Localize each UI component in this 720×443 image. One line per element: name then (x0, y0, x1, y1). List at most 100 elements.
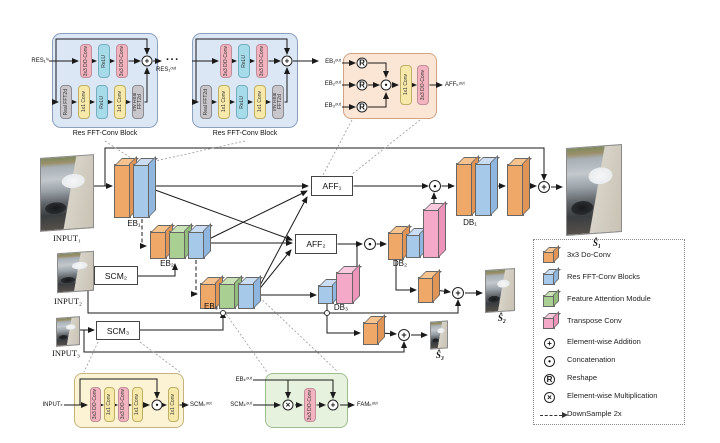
resfft-cube-icon (543, 273, 555, 285)
res-block-caption: Res FFT-Conv Block (72, 130, 138, 137)
eb1-label: EB₁ (127, 219, 141, 228)
db1-label: DB₁ (463, 218, 477, 227)
pill-label: 3x3 DO-Conv (419, 69, 426, 101)
input3-label: INPUT₃ (52, 348, 80, 358)
db2-label: DB₂ (392, 259, 408, 268)
legend: 3x3 Do-Conv Res FFT-Conv Blocks Feature … (533, 239, 685, 425)
pill-label: 3x3 DO-Conv (222, 45, 229, 77)
legend-item: Feature Attention Module (534, 293, 684, 309)
input3-image (56, 316, 80, 347)
doconv-pill: 3x3 DO-Conv (220, 44, 232, 78)
relu-pill: ReLU (238, 44, 250, 78)
relu-pill: ReLU (236, 85, 248, 119)
legend-label: Res FFT-Conv Blocks (567, 272, 640, 281)
doconv-pill: 3x3 DO-Conv (90, 387, 101, 422)
doconv-pill: 3x3 DO-Conv (304, 388, 316, 422)
conv1x1-pill: 1x1 Conv (114, 85, 126, 119)
doconv-cube-icon (543, 251, 555, 263)
scm3-box: SCM₃ (96, 321, 140, 340)
legend-item: Transpose Conv (534, 315, 684, 331)
pill-label: 3x3 DO-Conv (258, 45, 265, 77)
doconv-pill: 3x3 DO-Conv (116, 44, 128, 78)
legend-item: 3x3 Do-Conv (534, 249, 684, 265)
scm2-box: SCM₂ (94, 266, 138, 285)
line-jump (220, 310, 226, 316)
add-op-icon: + (398, 329, 410, 341)
legend-item: + Element-wise Addition (534, 336, 684, 352)
reshape-op-icon: R (356, 57, 368, 69)
invfft-pill: Inv Real FFT2d (132, 85, 144, 119)
pill-label: 3x3 DO-Conv (82, 45, 89, 77)
db2-out-conv-cube (418, 277, 434, 303)
legend-label: DownSample 2x (567, 409, 622, 418)
eb3-doconv-cube (200, 283, 217, 309)
fam-input-scm-label: SCMₖᵒᵘᵗ (230, 402, 252, 408)
pill-label: ReLU (98, 95, 105, 109)
add-op-icon: + (538, 181, 550, 193)
pill-label: 1x1 Conv (106, 393, 112, 416)
res-block-caption: Res FFT-Conv Block (212, 130, 278, 137)
legend-item: DownSample 2x (534, 408, 684, 424)
pill-label: 3x3 DO-Conv (120, 389, 126, 420)
concat-op-icon: • (380, 79, 392, 91)
conv1x1-pill: 1x1 Conv (168, 387, 179, 422)
concat-op-icon: • (151, 399, 163, 411)
output3-label: Ŝ₃ (435, 350, 445, 360)
concat-op-icon: • (429, 180, 441, 192)
relu-pill: ReLU (96, 85, 108, 119)
pill-label: ReLU (100, 54, 107, 68)
pill-label: 3x3 DO-Conv (92, 389, 98, 420)
pill-label: ReLU (238, 95, 245, 109)
reshape-op-icon: R (356, 79, 368, 91)
conv1x1-pill: 1x1 Conv (218, 85, 230, 119)
legend-label: Feature Attention Module (567, 294, 651, 303)
input1-image (40, 154, 94, 232)
pill-label: 1x1 Conv (116, 91, 123, 113)
doconv-pill: 3x3 DO-Conv (118, 387, 129, 422)
res-input-label: RES₁ⁱⁿ (31, 58, 49, 64)
multiply-op-icon: × (544, 392, 555, 403)
add-op-icon: + (327, 399, 339, 411)
legend-label: 3x3 Do-Conv (567, 250, 611, 259)
legend-label: Concatenation (567, 355, 616, 364)
aff-output-label: AFFₖᵒᵘᵗ (445, 82, 465, 88)
input2-image (57, 250, 94, 294)
line-jump (324, 310, 330, 316)
input1-label: INPUT₁ (53, 233, 81, 243)
db1-resfft-cube (475, 163, 492, 216)
output2-label: Ŝ₂ (497, 313, 507, 323)
realfft-pill: Real FFT2d (60, 85, 72, 119)
legend-label: Reshape (567, 373, 598, 382)
legend-label: Element-wise Multiplication (567, 391, 658, 400)
conv1x1-pill: 1x1 Conv (132, 387, 143, 422)
eb2-label: EB₂ (160, 259, 174, 268)
res-output-label: RES₁ᵒᵘᵗ (156, 67, 177, 73)
db1-out-conv-cube (507, 164, 524, 216)
db3-resfft-cube (318, 285, 334, 304)
db1-doconv-cube (456, 163, 473, 216)
eb3-resfft-cube (238, 283, 255, 309)
aff-input3-label: EB₃ᵒᵘᵗ (324, 103, 341, 109)
output1-image (566, 144, 622, 236)
db2-transpose-cube (423, 209, 440, 258)
legend-item: Res FFT-Conv Blocks (534, 271, 684, 287)
eb2-resfft-cube (188, 231, 205, 259)
legend-item: • Concatenation (534, 354, 684, 370)
db2-resfft-cube (406, 234, 421, 258)
doconv-pill: 3x3 DO-Conv (417, 65, 429, 105)
legend-item: R Reshape (534, 372, 684, 388)
transpose-cube-icon (543, 317, 555, 329)
add-op-icon: + (281, 55, 293, 67)
eb2-doconv-cube (150, 231, 167, 259)
add-op-icon: + (141, 55, 153, 67)
conv1x1-pill: 1x1 Conv (78, 85, 90, 119)
concat-op-icon: • (364, 238, 376, 250)
reshape-op-icon: R (356, 101, 368, 113)
pill-label: 3x3 DO-Conv (306, 389, 313, 421)
downsample-arrow-icon (540, 412, 568, 418)
legend-label: Transpose Conv (567, 316, 622, 325)
callout-leader-lines (83, 119, 421, 373)
pill-label: 1x1 Conv (134, 393, 140, 416)
